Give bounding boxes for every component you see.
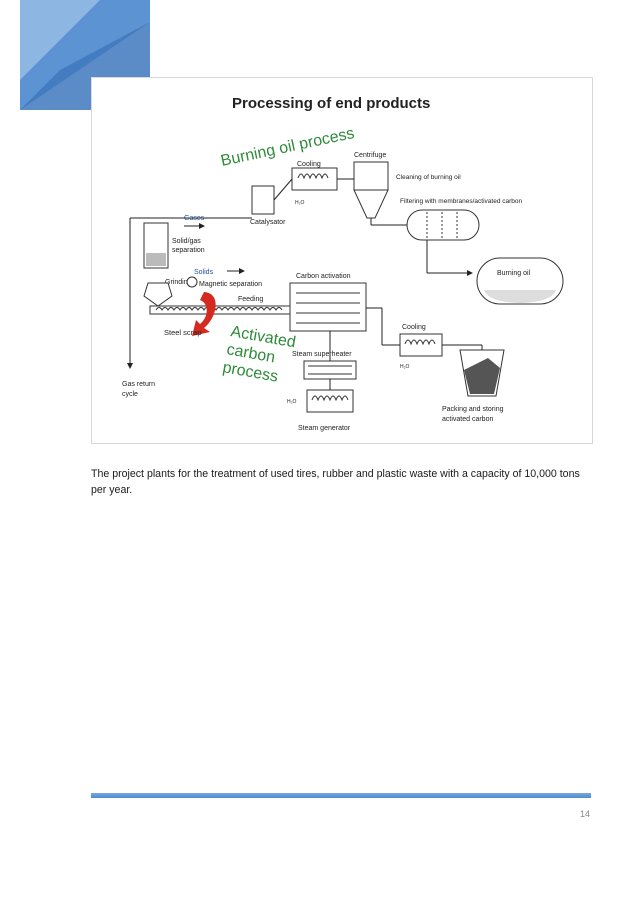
gas-return-label: Gas return xyxy=(122,381,155,388)
steam-superheater-label: Steam superheater xyxy=(292,351,352,358)
feeding-label: Feeding xyxy=(238,296,263,303)
carbon-activation-unit xyxy=(289,282,367,332)
steel-scrap-label: Steel scrap xyxy=(164,328,202,337)
steam-superheater xyxy=(303,360,357,380)
carbon-activation-label: Carbon activation xyxy=(296,273,351,280)
steel-scrap-arrow xyxy=(192,292,216,336)
steam-generator-label: Steam generator xyxy=(298,425,351,432)
filtering-label: Filtering with membranes/activated carbo… xyxy=(400,198,522,205)
diagram-title: Processing of end products xyxy=(232,95,430,112)
catalysator-label: Catalysator xyxy=(250,219,286,226)
process-diagram: Processing of end products Burning oil p… xyxy=(91,77,593,444)
grinder xyxy=(143,282,173,307)
cooling-unit-top xyxy=(291,167,338,191)
cooling-bottom-label: Cooling xyxy=(402,324,426,331)
h2o-label-bottom-right: H₂O xyxy=(400,364,410,370)
centrifuge-label: Centrifuge xyxy=(354,152,386,159)
cooling-top-label: Cooling xyxy=(297,161,321,168)
h2o-label-bottom: H₂O xyxy=(287,399,297,405)
solid-gas-label: Solid/gas xyxy=(172,238,201,245)
h2o-label-top: H₂O xyxy=(295,200,305,206)
burning-oil-process-label: Burning oil process xyxy=(219,125,356,170)
footer-divider xyxy=(91,793,591,798)
figure-caption: The project plants for the treatment of … xyxy=(91,467,580,496)
activated-carbon-product-label: activated carbon xyxy=(442,416,493,423)
solids-label: Solids xyxy=(194,269,214,276)
separation-label: separation xyxy=(172,247,205,254)
magnetic-separation-label: Magnetic separation xyxy=(199,281,262,288)
burning-oil-label: Burning oil xyxy=(497,270,531,277)
cooling-unit-bottom xyxy=(399,333,443,357)
filter-tank xyxy=(406,209,480,241)
packing-label: Packing and storing xyxy=(442,406,504,413)
catalysator xyxy=(251,185,275,215)
cleaning-label: Cleaning of burning oil xyxy=(396,174,461,181)
cycle-label: cycle xyxy=(122,391,138,398)
centrifuge xyxy=(353,161,389,191)
grinding-label: Grinding xyxy=(165,279,192,286)
page-number: 14 xyxy=(579,809,590,819)
